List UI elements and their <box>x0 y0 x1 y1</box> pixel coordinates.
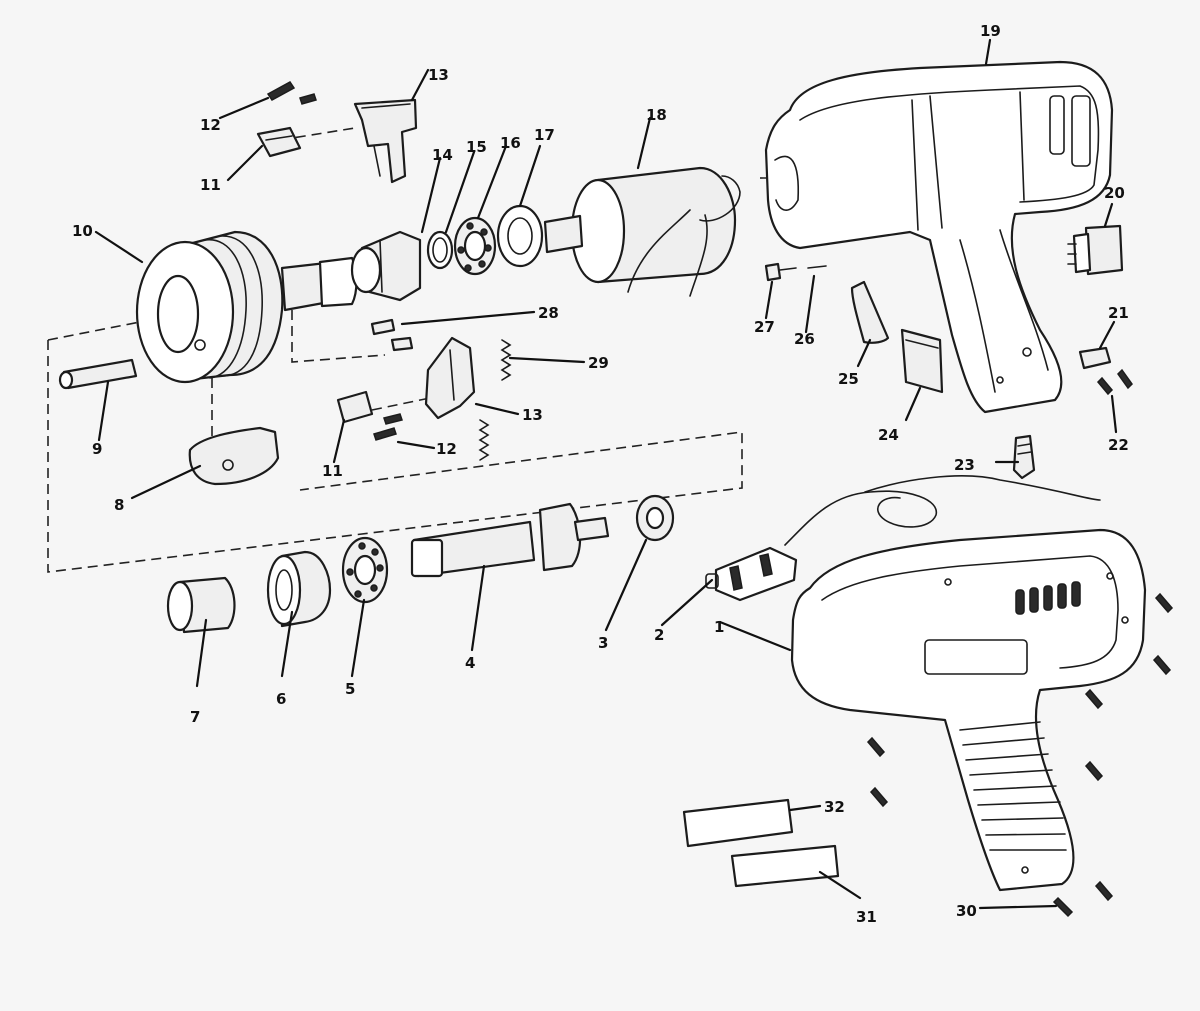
part-11-bottom-brush-clip <box>336 390 374 424</box>
part-1-housing-half <box>790 528 1147 892</box>
part-22-screws <box>1096 368 1133 396</box>
callout-28: 28 <box>538 304 559 322</box>
callout-11-top: 11 <box>200 176 221 194</box>
callout-14: 14 <box>432 146 453 164</box>
callout-17: 17 <box>534 126 555 144</box>
part-17-washer <box>496 204 544 268</box>
part-30-screws <box>866 592 1174 918</box>
callout-31: 31 <box>856 908 877 926</box>
callout-21: 21 <box>1108 304 1129 322</box>
part-11-top-brush-clip <box>256 126 302 158</box>
callout-4: 4 <box>465 654 475 672</box>
callout-1: 1 <box>714 618 724 636</box>
part-8-bracket <box>188 426 280 486</box>
callout-11-bottom: 11 <box>322 462 343 480</box>
part-28-contacts <box>370 318 414 352</box>
callout-24: 24 <box>878 426 899 444</box>
callout-20: 20 <box>1104 184 1125 202</box>
callout-12-bottom: 12 <box>436 440 457 458</box>
callout-9: 9 <box>92 440 102 458</box>
part-25-trigger <box>850 280 890 344</box>
part-32-label-plate <box>682 798 794 848</box>
vent-slots <box>1015 581 1081 615</box>
part-21-block <box>1078 346 1112 370</box>
part-24-switch-block <box>900 328 944 394</box>
part-23-knob <box>1012 434 1036 480</box>
callout-15: 15 <box>466 138 487 156</box>
part-4-anvil <box>410 502 610 578</box>
callout-13-bottom: 13 <box>522 406 543 424</box>
part-12-top-screws <box>266 81 317 105</box>
callout-30: 30 <box>956 902 977 920</box>
part-19-housing-half <box>764 60 1114 414</box>
part-13-top-brush-holder <box>353 98 418 184</box>
callout-3: 3 <box>598 634 608 652</box>
callout-25: 25 <box>838 370 859 388</box>
part-14-sleeve <box>350 230 422 302</box>
part-29-springs <box>478 339 512 461</box>
part-7-sleeve <box>166 576 236 634</box>
part-15-ring <box>426 230 454 270</box>
part-20-switch <box>1067 224 1124 276</box>
callout-13-top: 13 <box>428 66 449 84</box>
callout-5: 5 <box>345 680 355 698</box>
part-10-gear-housing <box>135 230 358 384</box>
callout-2: 2 <box>654 626 664 644</box>
part-26-wire-lead <box>807 265 827 269</box>
callout-labels: 1 2 3 4 5 6 7 8 9 10 11 11 12 12 13 13 1… <box>72 22 1129 926</box>
grip-texture <box>959 721 1067 851</box>
callout-19: 19 <box>980 22 1001 40</box>
part-3-bushing <box>635 494 675 542</box>
callout-10: 10 <box>72 222 93 240</box>
callout-22: 22 <box>1108 436 1129 454</box>
callout-12-top: 12 <box>200 116 221 134</box>
part-9-pin <box>58 358 138 390</box>
part-27-led <box>764 262 797 282</box>
part-5-bearing <box>341 536 389 604</box>
part-18-motor <box>543 166 741 297</box>
callout-29: 29 <box>588 354 609 372</box>
callout-27: 27 <box>754 318 775 336</box>
callout-32: 32 <box>824 798 845 816</box>
leader-lines <box>94 38 1118 910</box>
callout-7: 7 <box>190 708 200 726</box>
part-16-bearing <box>453 216 497 276</box>
callout-23: 23 <box>954 456 975 474</box>
callout-16: 16 <box>500 134 521 152</box>
callout-6: 6 <box>276 690 286 708</box>
callout-8: 8 <box>114 496 124 514</box>
part-6-ring <box>266 550 332 628</box>
callout-18: 18 <box>646 106 667 124</box>
part-31-label-plate <box>730 844 840 888</box>
part-2-plug-and-cord <box>705 475 1101 602</box>
part-13-bottom-brush-holder <box>424 336 476 420</box>
callout-26: 26 <box>794 330 815 348</box>
part-12-bottom-screws <box>373 413 403 441</box>
